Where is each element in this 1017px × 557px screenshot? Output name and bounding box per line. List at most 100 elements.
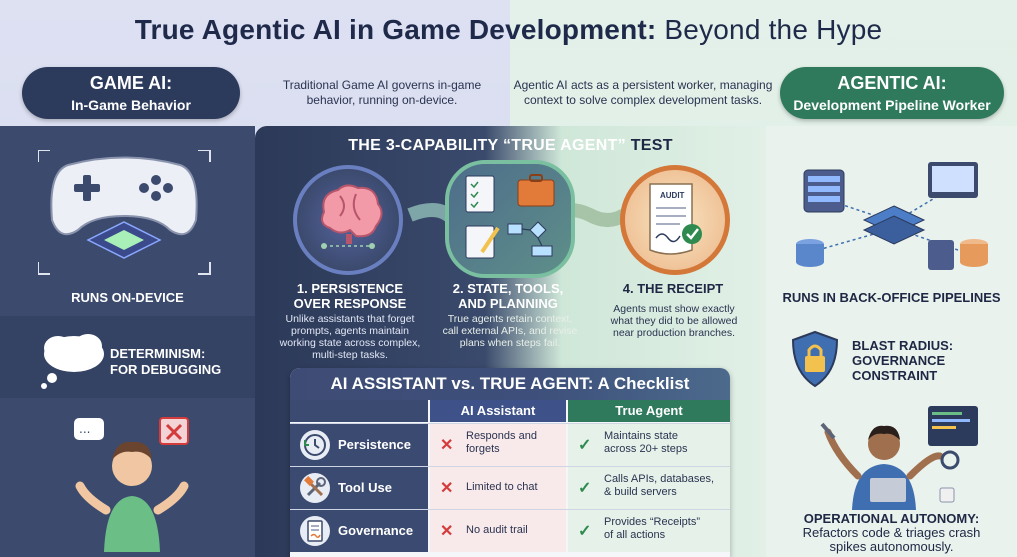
- category-label: Governance: [338, 523, 414, 538]
- assistant-text: Responds and forgets: [466, 430, 537, 456]
- capability-1-body-line-3: working state across complex,: [279, 337, 421, 349]
- agent-text: Provides “Receipts” of all actions: [604, 516, 700, 542]
- assistant-cell: ✕ Responds and forgets: [430, 424, 566, 466]
- game-ai-description-line-2: behavior, running on-device.: [306, 93, 458, 107]
- assistant-text-line-1: Limited to chat: [466, 481, 538, 493]
- game-ai-pill: GAME AI: In-Game Behavior: [22, 67, 240, 119]
- capability-2-body: True agents retain context, call externa…: [430, 313, 590, 349]
- autonomy-line-1: Refactors code & triages crash: [802, 525, 981, 540]
- title-light: Beyond the Hype: [664, 14, 883, 45]
- x-mark-icon: ✕: [440, 480, 454, 497]
- agent-text-line-1: Calls APIs, databases,: [604, 473, 715, 485]
- capability-4-body-line-2: what they did to be allowed: [610, 315, 738, 327]
- game-ai-description: Traditional Game AI governs in-game beha…: [262, 78, 502, 108]
- checklist-category-cell: Governance: [290, 510, 428, 552]
- checklist-header-agent: True Agent: [568, 400, 730, 422]
- test-title-part-1: THE 3-CAPABILITY “TRUE AGENT”: [348, 137, 626, 154]
- page-title: True Agentic AI in Game Development: Bey…: [0, 14, 1017, 46]
- agent-text: Calls APIs, databases, & build servers: [604, 473, 714, 499]
- game-ai-subtitle: In-Game Behavior: [71, 97, 191, 113]
- runs-on-device-label: RUNS ON-DEVICE: [71, 290, 184, 305]
- assistant-text: No audit trail: [466, 524, 528, 537]
- x-mark-icon: ✕: [440, 437, 454, 454]
- autonomy-title: OPERATIONAL AUTONOMY:: [803, 511, 980, 526]
- agentic-ai-subtitle: Development Pipeline Worker: [793, 97, 991, 113]
- check-mark-icon: ✓: [578, 437, 592, 454]
- autonomy-line-2: spikes autonomously.: [829, 539, 954, 554]
- capability-4-body-line-3: near production branches.: [613, 327, 735, 339]
- capability-2-body-line-2: call external APIs, and revise: [442, 325, 578, 337]
- agent-text-line-2: & build servers: [604, 486, 677, 498]
- assistant-text-line-1: Responds and: [466, 430, 537, 442]
- check-mark-icon: ✓: [578, 523, 592, 540]
- gamepad-chip-illustration: [38, 150, 211, 275]
- checklist-row-persistence: Persistence ✕ Responds and forgets ✓ Mai…: [290, 423, 730, 466]
- determinism-label: DETERMINISM: FOR DEBUGGING: [110, 346, 240, 378]
- blast-radius-line-3: CONSTRAINT: [852, 368, 938, 383]
- checklist-category-cell: Tool Use: [290, 467, 428, 509]
- capability-2-body-line-1: True agents retain context,: [447, 313, 573, 325]
- checklist-title: AI ASSISTANT vs. TRUE AGENT: A Checklist: [290, 368, 730, 400]
- agent-cell: ✓ Provides “Receipts” of all actions: [568, 510, 730, 552]
- capability-1-body-line-4: multi-step tasks.: [312, 349, 388, 361]
- capability-1-body-line-2: prompts, agents maintain: [291, 325, 409, 337]
- agentic-ai-title: AGENTIC AI:: [837, 73, 947, 93]
- checklist-header-assistant: AI Assistant: [430, 400, 566, 422]
- capability-1-body-line-1: Unlike assistants that forget: [285, 313, 415, 325]
- confused-developer-illustration: ...: [74, 417, 189, 552]
- thought-cloud-icon: [41, 334, 104, 389]
- agent-text: Maintains state across 20+ steps: [604, 430, 687, 456]
- capability-1-body: Unlike assistants that forget prompts, a…: [270, 313, 430, 361]
- checklist-header-blank: [290, 400, 428, 422]
- assistant-text: Limited to chat: [466, 481, 538, 494]
- blast-radius-label: BLAST RADIUS: GOVERNANCE CONSTRAINT: [852, 338, 1002, 383]
- capability-4-body-line-1: Agents must show exactly: [613, 303, 735, 315]
- x-mark-icon: ✕: [440, 523, 454, 540]
- title-bold: True Agentic AI in Game Development:: [134, 14, 657, 45]
- agent-cell: ✓ Maintains state across 20+ steps: [568, 424, 730, 466]
- capability-1-title-line-2: OVER RESPONSE: [293, 296, 407, 311]
- agentic-ai-pill: AGENTIC AI: Development Pipeline Worker: [780, 67, 1004, 119]
- checklist-row-tool-use: Tool Use ✕ Limited to chat ✓ Calls APIs,…: [290, 466, 730, 509]
- runs-in-pipelines-label: RUNS IN BACK-OFFICE PIPELINES: [782, 290, 1001, 305]
- capability-4-title: 4. THE RECEIPT: [598, 281, 748, 296]
- test-title: THE 3-CAPABILITY “TRUE AGENT” TEST: [255, 137, 766, 155]
- determinism-line-1: DETERMINISM:: [110, 346, 206, 361]
- check-mark-icon: ✓: [578, 480, 592, 497]
- blast-radius-line-1: BLAST RADIUS:: [852, 338, 954, 353]
- server-network-illustration: [796, 162, 988, 270]
- assistant-text-line-2: forgets: [466, 443, 500, 455]
- brain-icon: [321, 184, 383, 249]
- agentic-ai-description-line-1: Agentic AI acts as a persistent worker, …: [513, 78, 773, 92]
- capability-1-title-line-1: 1. PERSISTENCE: [296, 281, 404, 296]
- document-signature-icon: [300, 516, 330, 546]
- determinism-line-2: FOR DEBUGGING: [110, 362, 222, 377]
- game-ai-title: GAME AI:: [89, 73, 173, 93]
- capability-4-title-line-1: 4. THE RECEIPT: [622, 281, 724, 296]
- svg-text:...: ...: [79, 422, 90, 436]
- checklist-category-cell: Persistence: [290, 424, 428, 466]
- agent-text-line-1: Maintains state: [604, 430, 678, 442]
- tools-planning-icon: [465, 174, 555, 259]
- agent-text-line-1: Provides “Receipts”: [604, 516, 700, 528]
- audit-label: AUDIT: [660, 191, 685, 200]
- wrench-hammer-icon: [300, 473, 330, 503]
- category-label: Persistence: [338, 437, 411, 452]
- test-title-part-2: TEST: [630, 137, 673, 154]
- autonomy-label: OPERATIONAL AUTONOMY: Refactors code & t…: [766, 512, 1017, 554]
- agent-text-line-2: across 20+ steps: [604, 443, 688, 455]
- agentic-ai-description: Agentic AI acts as a persistent worker, …: [512, 78, 774, 108]
- capability-1-title: 1. PERSISTENCE OVER RESPONSE: [275, 281, 425, 311]
- multitasking-developer-illustration: [820, 406, 978, 510]
- checklist-row-governance: Governance ✕ No audit trail ✓ Provides “…: [290, 509, 730, 552]
- capability-2-title-line-1: 2. STATE, TOOLS,: [452, 281, 564, 296]
- assistant-cell: ✕ Limited to chat: [430, 467, 566, 509]
- agentic-ai-description-line-2: context to solve complex development tas…: [523, 93, 763, 107]
- blast-radius-line-2: GOVERNANCE: [852, 353, 946, 368]
- game-ai-description-line-1: Traditional Game AI governs in-game: [282, 78, 482, 92]
- shield-lock-icon: [791, 330, 839, 388]
- capability-2-body-line-3: plans when steps fail.: [459, 337, 561, 349]
- assistant-cell: ✕ No audit trail: [430, 510, 566, 552]
- category-label: Tool Use: [338, 480, 392, 495]
- clock-history-icon: [300, 430, 330, 460]
